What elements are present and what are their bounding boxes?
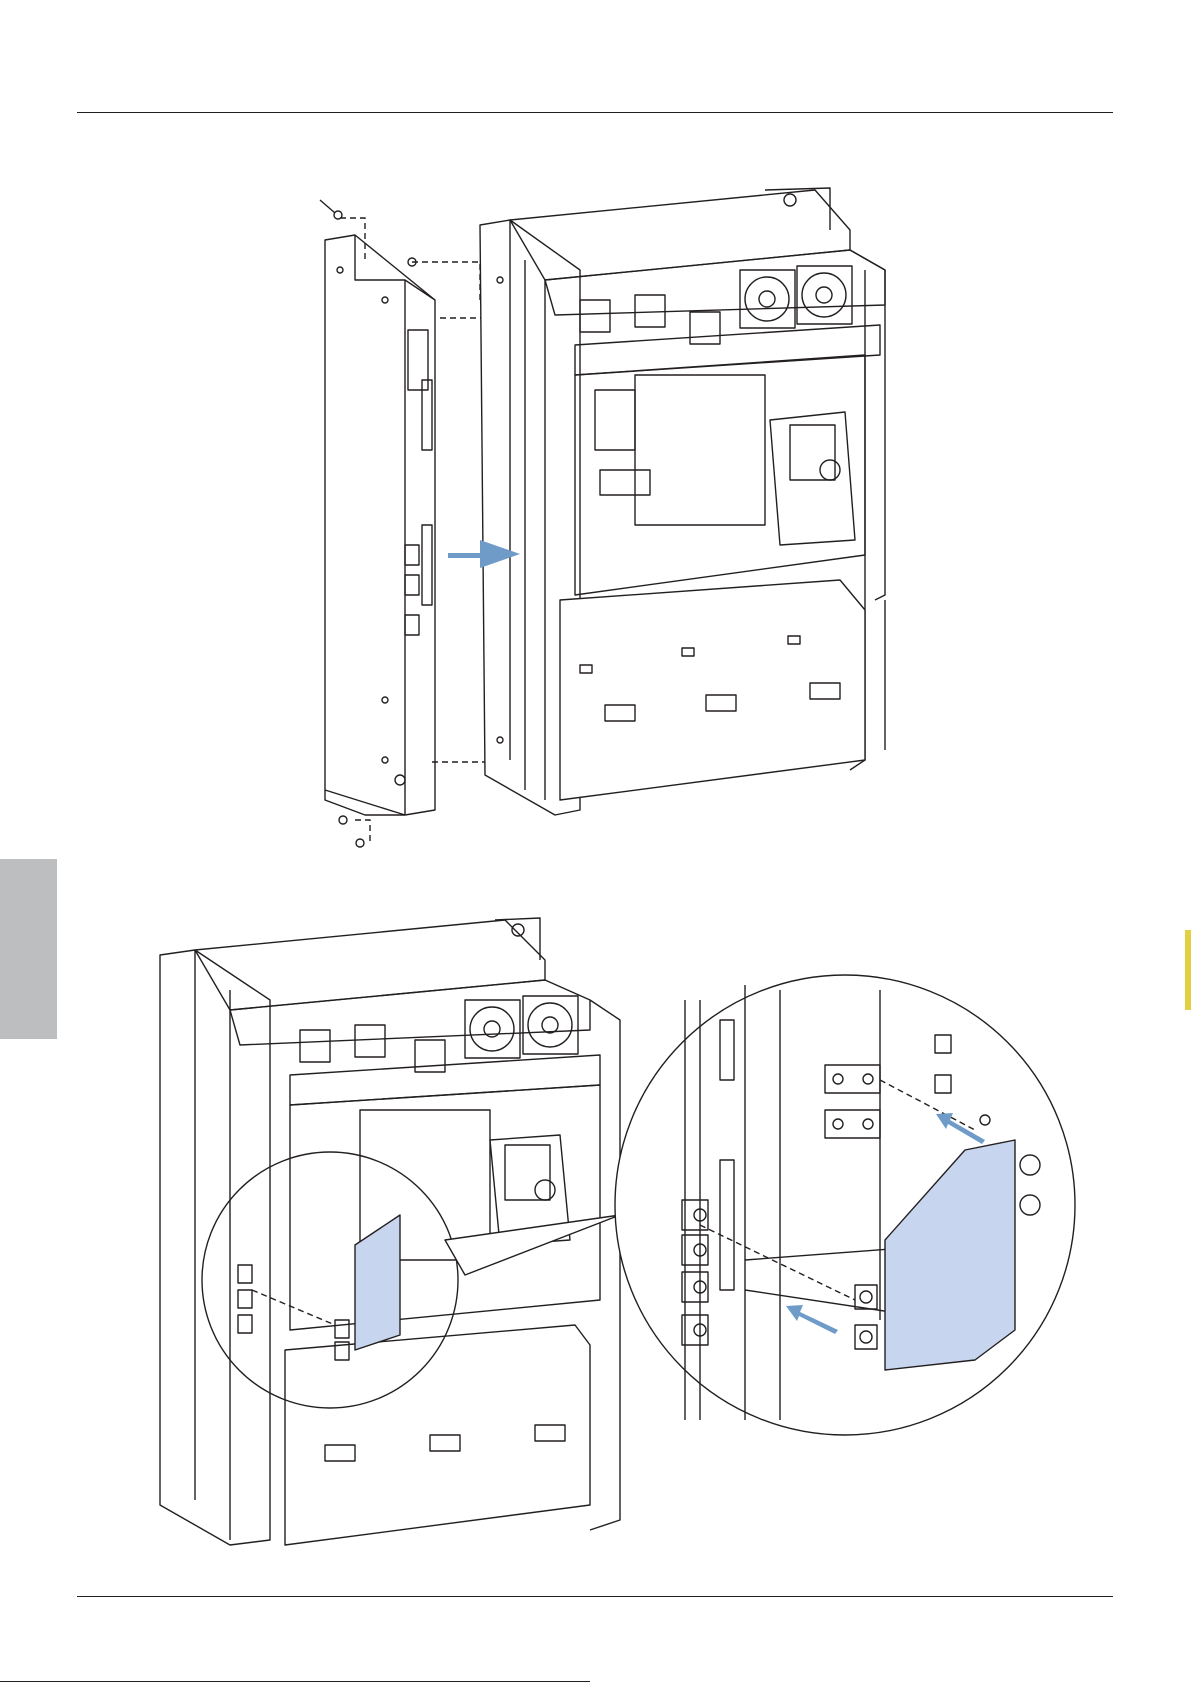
footer-rule bbox=[77, 1596, 1113, 1597]
page-edge-rule bbox=[0, 1681, 590, 1682]
installed-view-figure bbox=[0, 0, 1191, 1600]
